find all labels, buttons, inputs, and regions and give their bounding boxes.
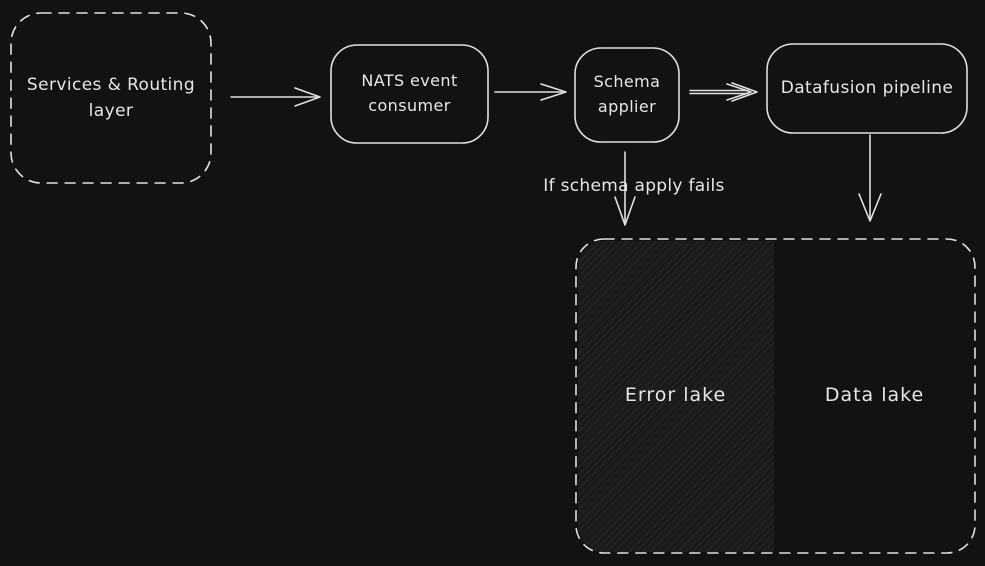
nats-event-consumer-box: [330, 44, 489, 144]
services-routing-label: Services & Routing layer: [26, 74, 196, 121]
error-lake-label: Error lake: [624, 384, 727, 407]
schema-applier-box: [574, 47, 680, 143]
data-lake-label: Data lake: [824, 384, 925, 407]
error-lake-hatch-fill: [578, 241, 774, 552]
schema-applier-label: Schema applier: [593, 72, 661, 116]
lakes-container-box: [575, 238, 976, 554]
datafusion-pipeline-box: [766, 43, 968, 134]
arrow-datafusion-to-data-lake: [858, 134, 882, 222]
nats-event-consumer-label: NATS event consumer: [361, 71, 458, 115]
arrow-schema-to-error-lake: [614, 151, 636, 226]
arrow-nats-to-schema: [494, 83, 567, 101]
arrow-schema-to-datafusion: [689, 82, 758, 102]
schema-fail-annotation: If schema apply fails: [543, 175, 725, 196]
datafusion-pipeline-label: Datafusion pipeline: [780, 78, 954, 99]
arrow-services-to-nats: [230, 87, 321, 107]
services-routing-box: [10, 12, 212, 184]
